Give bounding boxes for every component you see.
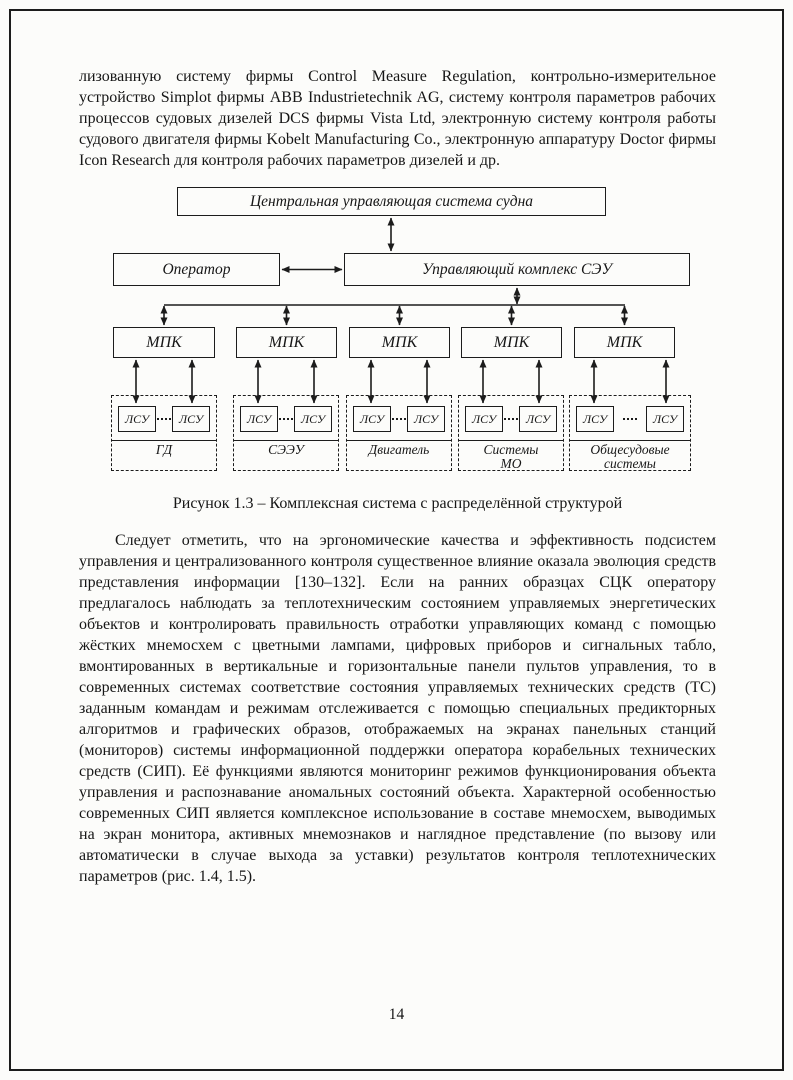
lsu-box: ЛСУ <box>118 406 156 432</box>
page-content: лизованную систему фирмы Control Measure… <box>79 66 716 887</box>
lsu-box: ЛСУ <box>294 406 332 432</box>
group-label: Системы МО <box>483 442 539 471</box>
body-paragraph-2: Следует отметить, что на эргономические … <box>79 532 716 885</box>
control-complex-box: Управляющий комплекс СЭУ <box>344 253 690 286</box>
lsu-box: ЛСУ <box>240 406 278 432</box>
lsu-box: ЛСУ <box>646 406 684 432</box>
lsu-box: ЛСУ <box>576 406 614 432</box>
lsu-box: ЛСУ <box>172 406 210 432</box>
group-box-mo-systems: ЛСУ ЛСУ Системы МО <box>458 395 564 471</box>
lsu-ellipsis <box>157 418 171 420</box>
operator-box: Оператор <box>113 253 280 286</box>
figure-caption: Рисунок 1.3 – Комплексная система с расп… <box>172 495 623 512</box>
lsu-ellipsis <box>279 418 293 420</box>
group-box-engine: ЛСУ ЛСУ Двигатель <box>346 395 452 471</box>
group-label: ГД <box>155 442 173 457</box>
group-divider <box>112 440 216 441</box>
figure-diagram: Центральная управляющая система судна Оп… <box>79 187 714 477</box>
group-divider <box>459 440 563 441</box>
lsu-ellipsis <box>623 418 637 420</box>
group-divider <box>570 440 690 441</box>
group-label: Двигатель <box>368 442 430 457</box>
lsu-box: ЛСУ <box>519 406 557 432</box>
group-box-gd: ЛСУ ЛСУ ГД <box>111 395 217 471</box>
group-label: СЭЭУ <box>268 442 304 457</box>
lsu-ellipsis <box>504 418 518 420</box>
group-box-ship-systems: ЛСУ ЛСУ Общесудовые системы <box>569 395 691 471</box>
page-number: 14 <box>388 1006 405 1023</box>
lsu-box: ЛСУ <box>353 406 391 432</box>
mpk-box: МПК <box>113 327 215 358</box>
body-paragraph-1: лизованную систему фирмы Control Measure… <box>79 68 716 169</box>
mpk-box: МПК <box>461 327 562 358</box>
mpk-box: МПК <box>236 327 337 358</box>
mpk-box: МПК <box>349 327 450 358</box>
lsu-ellipsis <box>392 418 406 420</box>
group-label: Общесудовые системы <box>590 442 670 471</box>
group-divider <box>347 440 451 441</box>
lsu-box: ЛСУ <box>465 406 503 432</box>
lsu-box: ЛСУ <box>407 406 445 432</box>
group-divider <box>234 440 338 441</box>
group-box-seeu: ЛСУ ЛСУ СЭЭУ <box>233 395 339 471</box>
mpk-box: МПК <box>574 327 675 358</box>
central-system-box: Центральная управляющая система судна <box>177 187 606 216</box>
